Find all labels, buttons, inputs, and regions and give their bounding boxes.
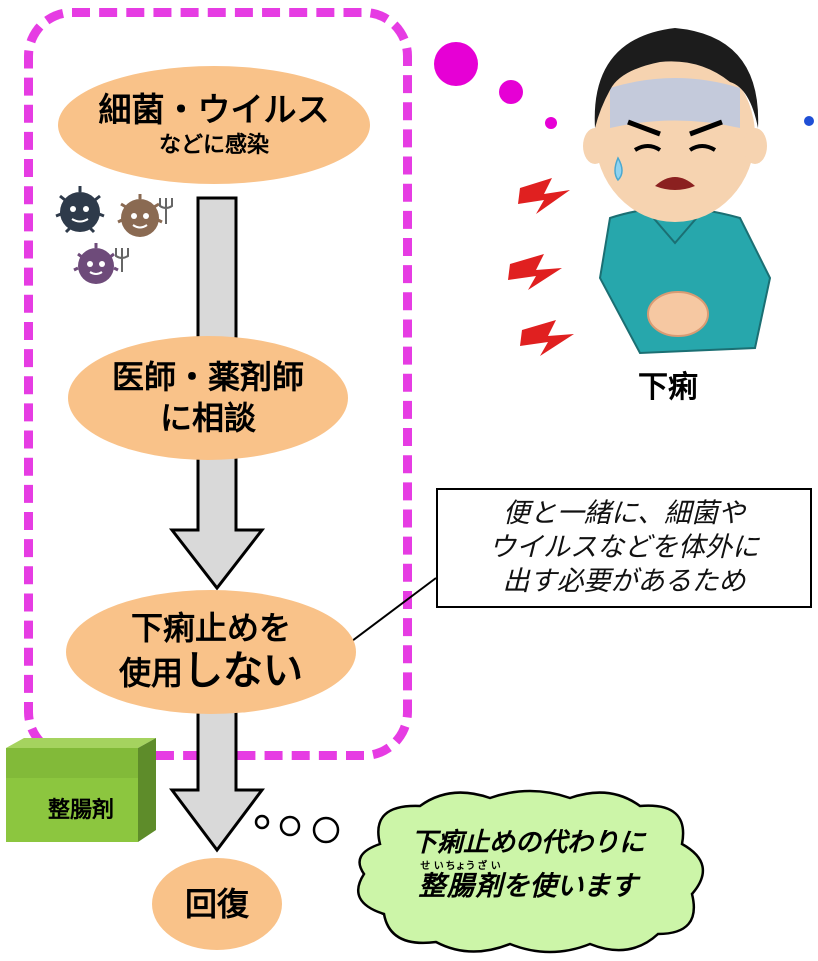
step-recovery-label: 回復: [184, 884, 249, 923]
step-infection: 細菌・ウイルス などに感染: [58, 66, 370, 184]
step-consult-line2: に相談: [159, 399, 256, 437]
ruby-zai: 剤ざい: [475, 861, 503, 902]
reason-note-line2: ウイルスなどを体外に: [489, 532, 759, 564]
pain-mark-icon: [508, 178, 574, 356]
ruby-chou: 腸ちょう: [445, 861, 476, 902]
thought-cloud-text: 下痢止めの代わりに 整せい腸ちょう剤ざいを使います: [378, 822, 678, 900]
step-not-text: しない: [183, 648, 303, 695]
germ-dark-icon: [55, 186, 105, 234]
reason-note-line3: 出す必要があるため: [502, 565, 746, 597]
step-infection-line2: などに感染: [158, 133, 269, 159]
thought-cloud: [357, 789, 705, 954]
thought-dots: [434, 42, 814, 129]
sick-person-illustration: [508, 28, 772, 356]
person-caption: 下痢: [638, 370, 698, 405]
germ-brown-icon: [117, 194, 173, 237]
reason-note-line1: 便と一緒に、細菌や: [502, 498, 746, 530]
germs-illustration: [55, 186, 173, 284]
germ-purple-icon: [73, 243, 129, 284]
reason-note: 便と一緒に、細菌や ウイルスなどを体外に 出す必要があるため: [436, 488, 812, 608]
step-no-antidiarrheal-line2: 使用しない: [119, 648, 303, 694]
arrow-2: [169, 706, 265, 853]
ruby-sei: 整せい: [418, 861, 446, 902]
step-consult-line1: 医師・薬剤師: [111, 358, 304, 397]
step-consult: 医師・薬剤師 に相談: [68, 336, 348, 460]
medicine-box-label: 整腸剤: [48, 798, 115, 823]
thought-line2-rest: を使います: [502, 871, 638, 902]
thought-line2: 整せい腸ちょう剤ざいを使います: [378, 861, 678, 900]
step-no-antidiarrheal-line1: 下痢止めを: [130, 608, 291, 647]
bubble-trail: [254, 814, 340, 844]
step-no-antidiarrheal: 下痢止めを 使用しない: [66, 590, 356, 714]
step-use-text: 使用: [118, 654, 183, 693]
step-infection-line1: 細菌・ウイルス: [98, 90, 330, 130]
note-connector: [339, 577, 437, 651]
thought-line1: 下痢止めの代わりに: [410, 828, 645, 858]
step-recovery: 回復: [152, 858, 282, 950]
medicine-box-illustration: [6, 738, 156, 842]
